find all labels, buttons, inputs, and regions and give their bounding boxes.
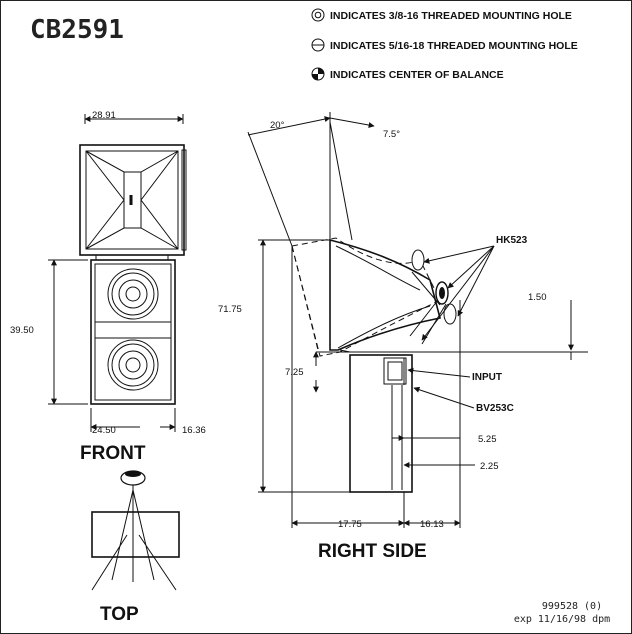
legend-item-3-8: INDICATES 3/8-16 THREADED MOUNTING HOLE xyxy=(330,10,572,22)
dim-offset: 1.50 xyxy=(528,292,547,303)
dim-bottom-right: 16.13 xyxy=(420,519,444,530)
dim-height: 39.50 xyxy=(10,325,34,336)
dim-width-bottom: 24.50 xyxy=(92,425,116,436)
dim-d2: 2.25 xyxy=(480,461,499,472)
doc-expiry: exp 11/16/98 dpm xyxy=(514,614,610,625)
model-title: CB2591 xyxy=(30,15,124,45)
dim-bottom-left: 17.75 xyxy=(338,519,362,530)
center-of-balance-icon xyxy=(311,67,325,81)
right-side-view: 20° 7.5° HK523 xyxy=(218,112,588,562)
legend-item-5-16: INDICATES 5/16-18 THREADED MOUNTING HOLE xyxy=(330,40,578,52)
sub-cabinet xyxy=(349,354,413,493)
top-cabinet xyxy=(91,511,180,558)
callout-bv253c: BV253C xyxy=(476,403,514,414)
top-view: TOP xyxy=(91,470,180,625)
dim-total-height: 71.75 xyxy=(218,304,242,315)
legend-item-center: INDICATES CENTER OF BALANCE xyxy=(330,69,504,81)
doc-number: 999528 (0) xyxy=(542,601,602,612)
horn-side xyxy=(329,238,441,351)
threaded-hole-5-16-icon xyxy=(311,38,325,52)
input-panel xyxy=(383,357,407,385)
woofer-upper xyxy=(107,268,159,320)
dim-sub-height: 7.25 xyxy=(285,367,304,378)
top-label: TOP xyxy=(100,604,139,625)
horn-outline xyxy=(79,144,185,256)
angle-left: 20° xyxy=(270,120,285,131)
callout-hk523: HK523 xyxy=(496,235,528,246)
front-view: 28.91 xyxy=(10,110,206,464)
woofer-lower xyxy=(107,339,159,391)
cabinet-outline xyxy=(90,259,176,405)
dim-d1: 5.25 xyxy=(478,434,497,445)
angle-right: 7.5° xyxy=(383,129,400,140)
hk523-hardware xyxy=(409,249,457,345)
front-label: FRONT xyxy=(80,443,146,464)
legend: INDICATES 3/8-16 THREADED MOUNTING HOLE … xyxy=(311,8,578,81)
dim-width-top: 28.91 xyxy=(92,110,116,121)
callout-input: INPUT xyxy=(472,372,502,383)
dim-depth-bottom: 16.36 xyxy=(182,425,206,436)
threaded-hole-3-8-icon xyxy=(311,8,325,22)
right-side-label: RIGHT SIDE xyxy=(318,541,427,562)
